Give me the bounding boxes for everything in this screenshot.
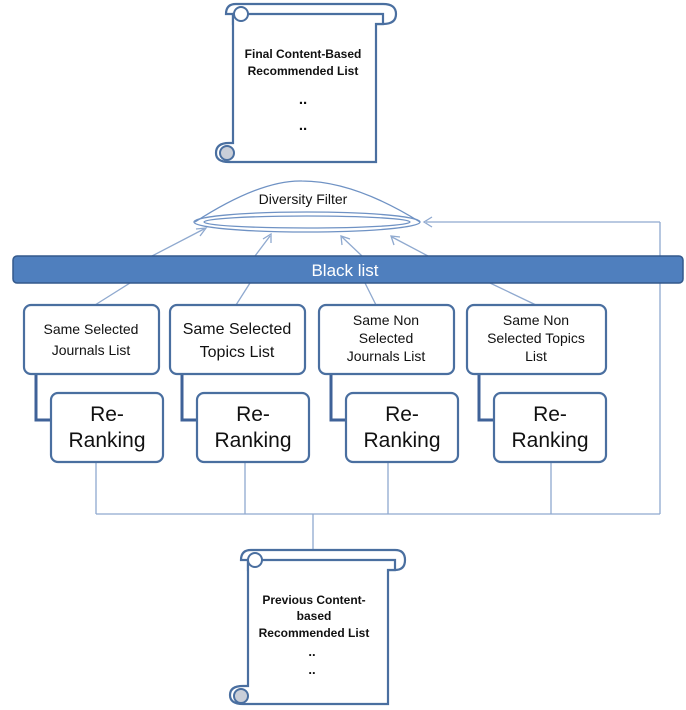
black-list-label: Black list [311,261,378,280]
blacklist-arrowhead-3 [340,235,351,246]
list-2-label-line1: Same Selected [183,321,292,338]
list-4-label-line3: List [525,348,547,364]
list-box-same-non-selected-topics [465,303,608,376]
black-list-rect [12,255,684,284]
reranking-2-line2: Ranking [214,429,291,452]
list-3-label-line3: Journals List [347,348,426,364]
list-4-label-line2: Selected Topics [487,330,585,346]
final-list-scroll: Final Content-Based Recommended List .. … [214,2,398,164]
black-list-bar: Black list [12,255,684,284]
previous-list-title-line2: based [297,609,332,623]
diversity-filter-inner-ellipse [203,215,411,229]
list-1-connector-elbow [34,374,51,422]
reranking-2-line1: Re- [236,403,270,426]
list-3-connector-elbow [329,374,346,422]
list-4-connector-elbow [477,374,494,422]
list-1-label-line1: Same Selected [44,321,139,337]
final-scroll-bottom-curl [219,145,235,161]
reranking-box-3 [344,391,460,464]
blacklist-arrowhead-2 [262,232,272,243]
blacklist-arrow-2 [254,235,271,257]
previous-list-title-line3: Recommended List [259,626,370,640]
list-2-label-line2: Topics List [200,344,275,361]
final-list-ellipsis-1: .. [299,91,307,108]
reranking-4-line2: Ranking [511,429,588,452]
blacklist-arrow-1 [151,228,205,257]
list-column-2: Same Selected Topics List Re- Ranking [168,303,311,464]
list-2-to-blacklist-line [235,282,251,306]
diversity-filter-dome [194,180,421,223]
reranking-3-line1: Re- [385,403,419,426]
reranking-box-1 [49,391,165,464]
blacklist-arrow-3 [341,236,363,257]
list-3-to-blacklist-line [364,282,377,306]
reranking-1-line2: Ranking [68,429,145,452]
reranking-4-line1: Re- [533,403,567,426]
list-box-same-selected-journals [22,303,161,376]
final-scroll-top-curl [233,6,249,22]
list-column-1: Same Selected Journals List Re- Ranking [22,303,165,464]
reranking-box-2 [195,391,311,464]
final-list-title-line2: Recommended List [248,64,359,78]
previous-list-ellipsis-1: .. [308,644,315,659]
connector-lines [94,216,661,550]
list-2-connector-elbow [180,374,197,422]
feedback-arrowhead [422,216,433,228]
final-list-title-line1: Final Content-Based [245,47,362,61]
list-column-4: Same Non Selected Topics List Re- Rankin… [465,303,608,464]
list-box-same-non-selected-journals [317,303,456,376]
list-3-label-line1: Same Non [353,312,419,328]
reranking-1-line1: Re- [90,403,124,426]
final-scroll-body [214,12,385,164]
previous-scroll-body [228,558,397,706]
reranking-box-4 [492,391,608,464]
previous-scroll-top-curl [247,552,263,568]
reranking-3-line2: Ranking [363,429,440,452]
blacklist-arrowhead-1 [195,227,208,237]
previous-scroll-bottom-curl [233,688,249,704]
blacklist-arrow-4 [391,236,429,257]
blacklist-arrowhead-4 [390,235,401,246]
list-4-label-line1: Same Non [503,312,569,328]
list-3-label-line2: Selected [359,330,413,346]
list-column-3: Same Non Selected Journals List Re- Rank… [317,303,460,464]
list-1-label-line2: Journals List [52,342,131,358]
diversity-filter-label: Diversity Filter [259,191,348,207]
previous-list-scroll: Previous Content- based Recommended List… [228,548,407,706]
list-box-same-selected-topics [168,303,307,376]
diversity-filter: Diversity Filter [193,180,421,233]
final-list-ellipsis-2: .. [299,117,307,134]
list-1-to-blacklist-line [94,282,131,306]
diversity-filter-outer-ellipse [193,211,421,233]
previous-list-title-line1: Previous Content- [262,593,365,607]
previous-list-ellipsis-2: .. [308,662,315,677]
list-4-to-blacklist-line [489,282,537,306]
